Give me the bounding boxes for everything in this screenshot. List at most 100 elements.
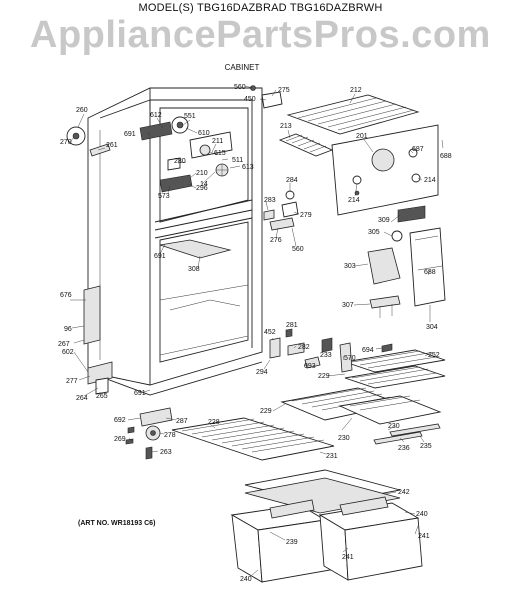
part-label: 269 (114, 436, 126, 443)
part-label: 280 (174, 158, 186, 165)
temperature-control (339, 342, 353, 373)
part-label: 613 (242, 164, 254, 171)
part-label: 240 (416, 511, 428, 518)
part-label: 296 (196, 185, 208, 192)
leveling-leg (145, 446, 153, 460)
part-label: 691 (154, 253, 166, 260)
part-label: 212 (350, 87, 362, 94)
part-label: 560 (292, 246, 304, 253)
light-shield (287, 342, 305, 356)
part-label: 511 (232, 157, 243, 164)
part-label: 281 (286, 322, 298, 329)
part-label: 270 (60, 139, 72, 146)
part-label: 279 (300, 212, 312, 219)
roller-hub (150, 430, 156, 436)
grommet (285, 190, 295, 200)
leader-lines (69, 85, 444, 576)
part-label: 231 (326, 453, 338, 460)
crisper-shelf-frame (171, 417, 335, 461)
part-label: 213 (280, 123, 292, 130)
part-label: 309 (378, 217, 390, 224)
part-label: 239 (286, 539, 298, 546)
part-label: 277 (66, 378, 78, 385)
part-label: 252 (428, 352, 440, 359)
part-label: 573 (158, 193, 170, 200)
part-label: 263 (160, 449, 172, 456)
part-label: 261 (106, 142, 118, 149)
part-label: 612 (150, 112, 162, 119)
section-title: CABINET (224, 63, 260, 72)
part-label: 551 (184, 113, 196, 120)
part-label: 602 (62, 349, 74, 356)
shelf-support (269, 217, 295, 231)
part-label: 452 (264, 329, 276, 336)
part-label: 276 (270, 237, 282, 244)
part-label: 96 (64, 326, 72, 333)
thermostat-bracket (321, 337, 333, 353)
part-label: 610 (198, 130, 210, 137)
part-label: 275 (278, 87, 290, 94)
part-label: 211 (212, 138, 223, 145)
part-label: 294 (256, 369, 268, 376)
upper-wire-shelf (286, 94, 420, 135)
part-label: 265 (96, 393, 108, 400)
part-label: 230 (338, 435, 350, 442)
shelf-clip (381, 343, 393, 353)
small-cover (281, 201, 299, 218)
watermark: AppliancePartsPros.com (30, 14, 491, 56)
light-socket (269, 337, 281, 359)
part-label: 201 (356, 133, 368, 140)
refrigerator-glass-shelves (280, 349, 446, 445)
part-label: 282 (298, 344, 310, 351)
model-title: MODEL(S) TBG16DAZBRAD TBG16DAZBRWH (138, 2, 383, 14)
part-label: 228 (208, 419, 220, 426)
part-label: 14 (200, 181, 208, 188)
screw (125, 438, 134, 445)
damper-knob (391, 230, 403, 242)
part-label: 267 (58, 341, 70, 348)
part-label: 264 (76, 395, 88, 402)
part-label: 694 (362, 347, 374, 354)
freezer-control-cluster (139, 116, 233, 193)
part-label: 241 (418, 533, 430, 540)
air-duct-assembly (367, 227, 446, 318)
part-label: 688 (440, 153, 452, 160)
part-number-labels: 560 275 450 212 260 612 551 213 201 270 … (58, 84, 452, 583)
part-label: 307 (342, 302, 354, 309)
cabinet-shell (87, 87, 263, 396)
part-label: 308 (188, 266, 200, 273)
part-label: 615 (214, 150, 226, 157)
evaporator-cover-panel (331, 124, 439, 216)
part-label: 214 (424, 177, 436, 184)
shelf-rail (304, 356, 321, 369)
part-label: 229 (260, 408, 272, 415)
part-label: 240 (240, 576, 252, 583)
part-label: 692 (114, 417, 126, 424)
part-label: 229 (318, 373, 330, 380)
thermistor-plate (397, 205, 426, 223)
crisper-drawers (230, 496, 423, 583)
part-label: 693 (304, 363, 316, 370)
part-label: 303 (344, 263, 356, 270)
part-label: 691 (124, 131, 136, 138)
part-label: 691 (134, 390, 146, 397)
art-number: (ART NO. WR18193 C6) (78, 520, 156, 527)
part-label: 214 (348, 197, 360, 204)
part-label: 304 (426, 324, 438, 331)
part-label: 450 (244, 96, 256, 103)
hinge-pin-bracket (139, 407, 173, 427)
part-label: 260 (76, 107, 88, 114)
part-label: 284 (286, 177, 298, 184)
part-label: 688 (424, 269, 436, 276)
cabinet-side-parts (66, 126, 232, 395)
part-label: 687 (412, 146, 424, 153)
part-label: 287 (176, 418, 188, 425)
part-label: 241 (342, 554, 354, 561)
part-label: 278 (164, 432, 176, 439)
part-label: 233 (320, 352, 332, 359)
part-label: 235 (420, 443, 432, 450)
part-label: 560 (234, 84, 246, 91)
part-label: 283 (264, 197, 276, 204)
part-label: 570 (344, 355, 356, 362)
